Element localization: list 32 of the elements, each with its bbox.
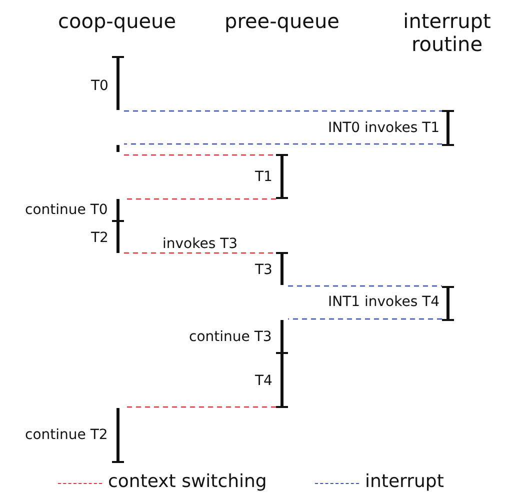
execution-bar <box>442 285 454 322</box>
task-label: T4 <box>255 373 272 390</box>
column-heading: interrupt routine <box>402 10 492 56</box>
task-label: continue T2 <box>25 427 108 444</box>
task-label: continue T3 <box>189 329 272 346</box>
task-label: INT0 invokes T1 <box>328 120 440 136</box>
execution-bar <box>112 406 124 464</box>
column-heading: pree-queue <box>224 10 340 33</box>
dashed-connector <box>124 406 276 408</box>
execution-bar <box>276 251 288 287</box>
dashed-connector <box>124 198 276 200</box>
task-label: INT1 invokes T4 <box>328 294 440 310</box>
dashed-connector <box>124 252 276 254</box>
execution-bar <box>112 55 124 112</box>
task-label: continue T0 <box>25 202 108 218</box>
execution-bar <box>112 219 124 255</box>
dashed-connector <box>124 110 442 112</box>
column-heading: coop-queue <box>58 10 176 33</box>
dashed-connector <box>288 285 442 287</box>
dashed-connector <box>288 318 442 320</box>
legend-label: interrupt <box>365 472 444 493</box>
task-label: T0 <box>91 78 108 94</box>
legend-label: context switching <box>108 472 267 493</box>
dashed-connector <box>124 154 276 156</box>
execution-bar <box>276 351 288 409</box>
execution-bar <box>276 153 288 200</box>
dashed-connector <box>124 143 442 145</box>
execution-bar <box>442 109 454 147</box>
task-label: T3 <box>255 262 272 278</box>
edge-label: invokes T3 <box>162 236 238 252</box>
task-label: T2 <box>91 230 108 246</box>
task-label: T1 <box>255 169 272 186</box>
